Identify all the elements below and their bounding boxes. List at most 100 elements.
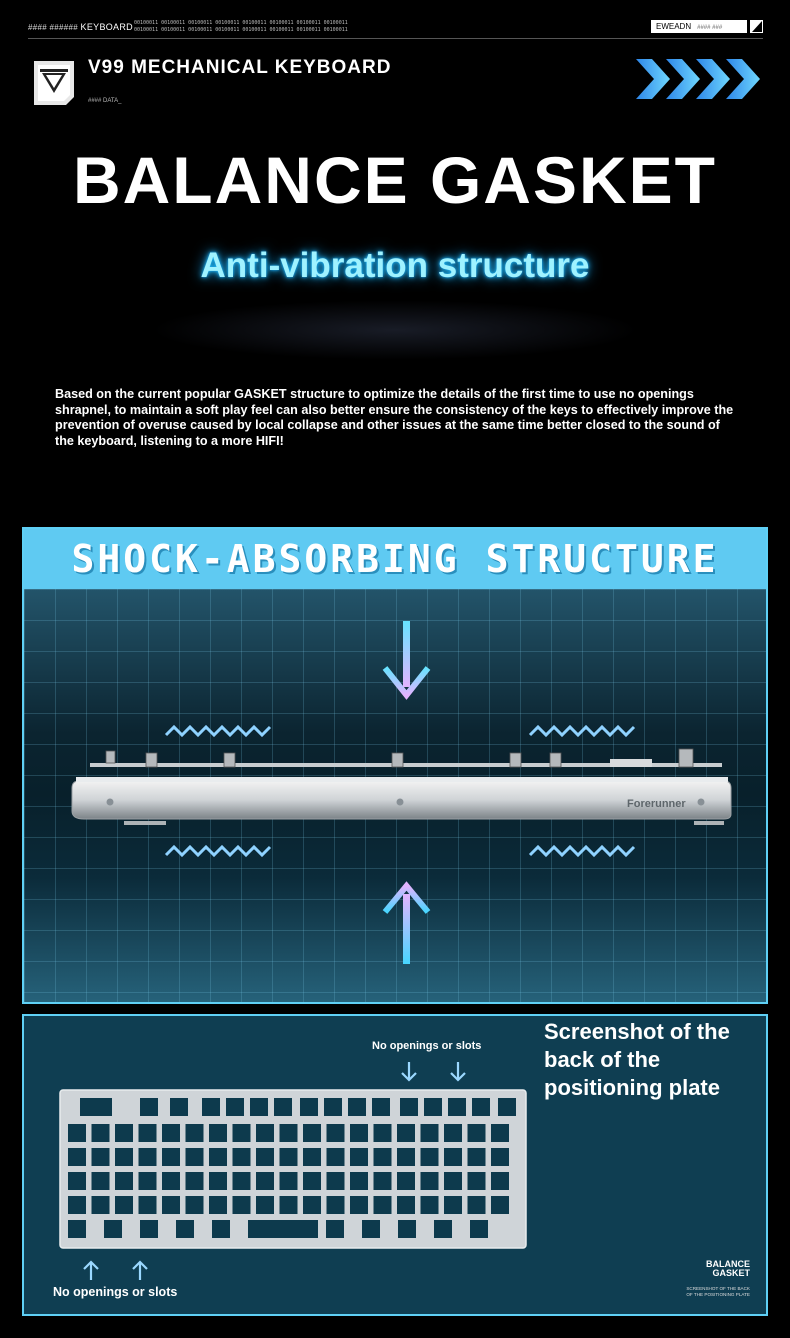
key-cutout [326, 1220, 344, 1238]
positioning-plate-diagram [59, 1062, 527, 1280]
key-cutout [303, 1148, 321, 1166]
key-cutout [326, 1172, 345, 1190]
key-cutout [279, 1172, 298, 1190]
key-cutout [68, 1124, 86, 1142]
key-cutout [279, 1124, 298, 1142]
key-cutout [420, 1124, 439, 1142]
data-label: #### DATA_ [88, 98, 122, 104]
key-cutout [170, 1098, 188, 1116]
key-cutout [397, 1196, 415, 1214]
key-cutout [420, 1172, 439, 1190]
key-cutout [185, 1196, 204, 1214]
key-cutout [491, 1172, 509, 1190]
key-cutout [138, 1172, 157, 1190]
top-header-bar: #### ###### KEYBOARD 00100011 00100011 0… [28, 20, 763, 40]
key-cutout [138, 1148, 157, 1166]
key-cutout [138, 1124, 157, 1142]
arrow-up-icon [83, 1260, 148, 1280]
key-cutout [397, 1124, 415, 1142]
key-cutout [115, 1172, 133, 1190]
key-cutout [348, 1098, 366, 1116]
key-cutout [115, 1196, 133, 1214]
key-cutout [444, 1196, 462, 1214]
key-cutout [232, 1172, 251, 1190]
key-cutout [326, 1148, 345, 1166]
main-title: BALANCE GASKET [72, 143, 717, 217]
brand-logo-icon [34, 61, 74, 105]
key-cutout [303, 1172, 321, 1190]
key-cutout [185, 1124, 204, 1142]
key-cutout [138, 1196, 157, 1214]
product-name: V99 MECHANICAL KEYBOARD [88, 57, 392, 78]
header-binary-text: 00100011 00100011 00100011 00100011 0010… [134, 20, 348, 33]
key-cutout [140, 1220, 158, 1238]
key-cutout [373, 1148, 392, 1166]
key-cutout [68, 1220, 86, 1238]
key-cutout [68, 1172, 86, 1190]
key-cutout [326, 1124, 345, 1142]
key-cutout [256, 1148, 274, 1166]
key-cutout [91, 1148, 110, 1166]
key-cutout [256, 1172, 274, 1190]
key-cutout [350, 1148, 368, 1166]
key-cutout [209, 1172, 227, 1190]
key-cutout [303, 1124, 321, 1142]
key-cutout [491, 1148, 509, 1166]
key-cutout [232, 1148, 251, 1166]
key-cutout [256, 1196, 274, 1214]
key-cutout [434, 1220, 452, 1238]
key-cutout [279, 1196, 298, 1214]
key-cutout [91, 1196, 110, 1214]
subtitle: Anti-vibration structure [200, 246, 590, 285]
key-cutout [326, 1196, 345, 1214]
key-cutout [68, 1148, 86, 1166]
key-cutout [91, 1124, 110, 1142]
key-cutout [373, 1124, 392, 1142]
key-cutout [350, 1124, 368, 1142]
key-cutout [400, 1098, 418, 1116]
key-cutout [448, 1098, 466, 1116]
key-cutout [424, 1098, 442, 1116]
balance-gasket-subtext: SCREENSHOT OF THE BACK OF THE POSITIONIN… [686, 1286, 750, 1297]
key-cutout [209, 1148, 227, 1166]
key-cutout [420, 1148, 439, 1166]
header-right-tag: EWEADN#### ### [651, 20, 747, 33]
key-cutout [185, 1172, 204, 1190]
key-cutout [467, 1196, 486, 1214]
key-cutout [91, 1172, 110, 1190]
vibration-wave-icon [164, 724, 636, 858]
key-cutout [274, 1098, 292, 1116]
key-cutout [362, 1220, 380, 1238]
key-cutout [248, 1220, 318, 1238]
key-cutout [300, 1098, 318, 1116]
positioning-plate-panel: Screenshot of the back of the positionin… [22, 1014, 768, 1316]
key-cutout [472, 1098, 490, 1116]
key-cutout [467, 1124, 486, 1142]
key-cutout [185, 1148, 204, 1166]
key-cutout [232, 1124, 251, 1142]
key-cutout [444, 1148, 462, 1166]
header-divider [28, 38, 763, 39]
key-cutout [467, 1172, 486, 1190]
plate-caption: Screenshot of the back of the positionin… [544, 1019, 730, 1100]
balance-gasket-mark: BALANCE GASKET [706, 1259, 750, 1278]
key-cutout [176, 1220, 194, 1238]
arrow-down-icon [401, 1062, 466, 1082]
shock-panel-header: SHOCK-ABSORBING STRUCTURE [24, 529, 766, 589]
key-cutout [115, 1124, 133, 1142]
key-cutout [373, 1172, 392, 1190]
slash-icon [750, 20, 763, 33]
key-cutout [115, 1148, 133, 1166]
key-cutout [467, 1148, 486, 1166]
key-cutout [491, 1196, 509, 1214]
key-cutout [162, 1148, 180, 1166]
key-cutout [250, 1098, 268, 1116]
key-cutout [104, 1220, 122, 1238]
key-cutout [80, 1098, 112, 1116]
shock-panel-title: SHOCK-ABSORBING STRUCTURE [71, 537, 719, 581]
description-text: Based on the current popular GASKET stru… [55, 387, 734, 448]
arrow-down-icon [382, 621, 431, 700]
key-cutout [491, 1124, 509, 1142]
key-cutout [212, 1220, 230, 1238]
keyboard-side-view: Forerunner [71, 621, 732, 964]
